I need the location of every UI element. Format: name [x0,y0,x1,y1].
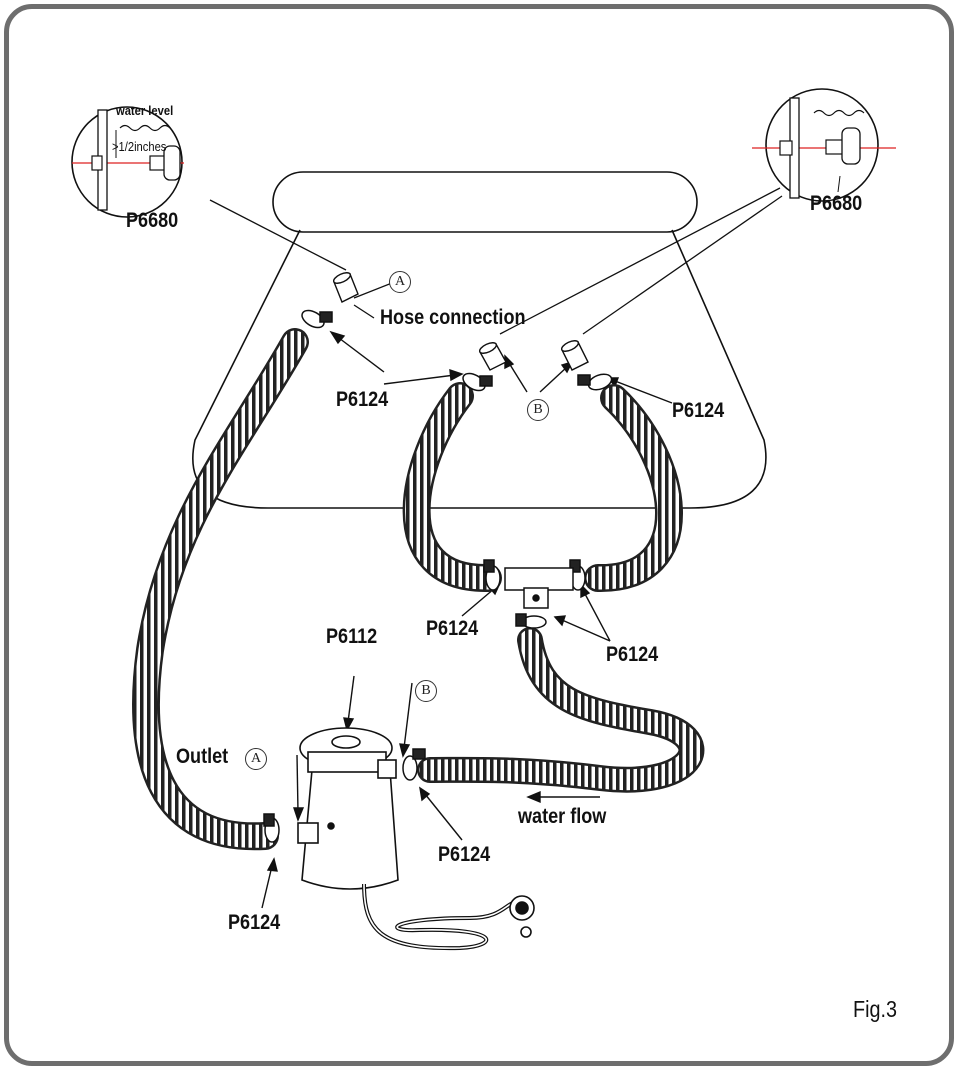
outlet-label: Outlet [176,745,229,768]
marker-a-pool: A [389,271,411,293]
marker-a-pump: A [245,748,267,770]
leader-lines [209,187,783,335]
pool-top-ring [272,171,698,233]
depth-label: >1/2inches [112,139,167,154]
clamp [483,559,501,591]
t-connector [504,567,574,609]
clamp-part-upper-right: P6124 [672,399,725,422]
detail-left [71,106,184,218]
clamp [515,613,547,629]
arrows [261,330,673,909]
marker-b-pump: B [415,680,437,702]
pool-fittings [332,272,589,371]
clamp-part-outlet: P6124 [228,911,281,934]
strainer-part-right: P6680 [810,192,863,215]
pump-cord [362,883,516,951]
clamp-part-inlet: P6124 [438,843,491,866]
water-flow-label: water flow [518,805,607,828]
detail-right [752,88,896,202]
marker-b-pool: B [527,399,549,421]
pool [192,171,767,509]
clamp [301,309,333,329]
hose-clamps [263,309,613,843]
water-level-label: water level [116,103,174,118]
pump-part-label: P6112 [326,625,378,648]
clamp [402,748,426,781]
clamp-part-tee-right: P6124 [606,643,659,666]
figure-number: Fig.3 [853,996,897,1022]
clamp [462,372,493,392]
clamp [577,373,613,391]
hoses [132,328,705,851]
clamp-part-upper-left: P6124 [336,388,389,411]
filter-pump [297,727,535,951]
hose-connection-label: Hose connection [380,306,526,329]
clamp-part-tee-left: P6124 [426,617,479,640]
strainer-part-left: P6680 [126,209,179,232]
pool-wall [192,229,767,509]
clamp [263,813,280,843]
